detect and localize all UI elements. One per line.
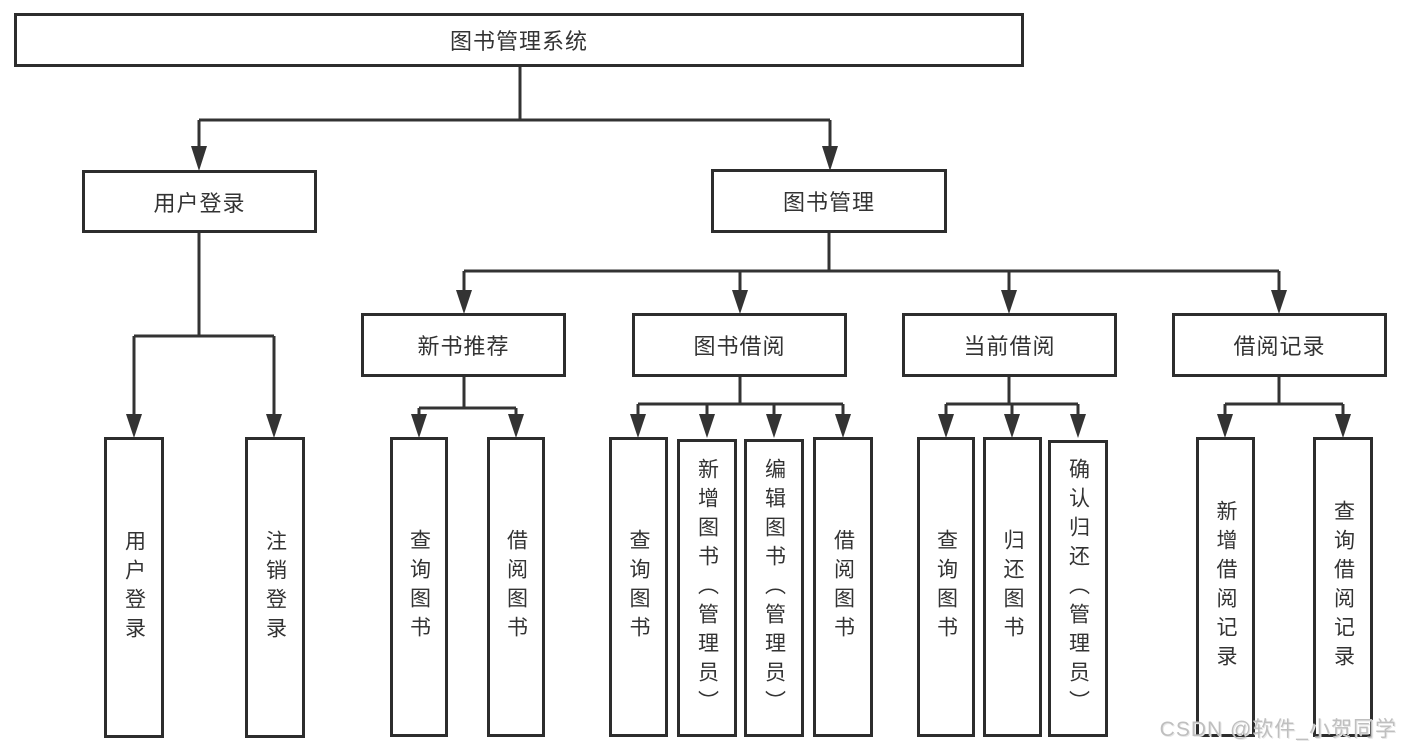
leaf-user-login: 用户登录 <box>104 437 164 738</box>
leaf-edit-books-admin-label: 编辑图书（管理员） <box>762 457 786 719</box>
arrowheads <box>126 146 1351 438</box>
leaf-borrow-books-recommend-label: 借阅图书 <box>504 529 528 645</box>
leaf-query-borrow-record: 查询借阅记录 <box>1313 437 1373 737</box>
leaf-return-books-label: 归还图书 <box>1001 529 1024 645</box>
connector-new-book-branch <box>417 377 518 416</box>
leaf-user-login-label: 用户登录 <box>122 529 146 646</box>
leaf-query-books-recommend: 查询图书 <box>390 437 448 737</box>
node-current-borrow-label: 当前借阅 <box>963 334 1056 359</box>
node-borrow-record: 借阅记录 <box>1172 313 1387 377</box>
leaf-query-borrow-record-label: 查询借阅记录 <box>1331 500 1355 674</box>
leaf-query-books-current-label: 查询图书 <box>934 529 958 645</box>
leaf-confirm-return-admin-label: 确认归还（管理员） <box>1066 458 1090 719</box>
node-book-borrow: 图书借阅 <box>632 313 847 377</box>
leaf-return-books: 归还图书 <box>983 437 1042 737</box>
leaf-logout-label: 注销登录 <box>263 529 287 646</box>
node-user-login-label: 用户登录 <box>153 190 246 216</box>
leaf-query-books-current: 查询图书 <box>917 437 975 737</box>
leaf-add-borrow-record-label: 新增借阅记录 <box>1214 500 1237 674</box>
leaf-borrow-books: 借阅图书 <box>813 437 873 737</box>
connector-book-borrow-branch <box>636 377 845 416</box>
connector-current-borrow-branch <box>944 377 1080 416</box>
csdn-watermark: CSDN @软件_小贺同学 <box>1159 718 1397 741</box>
node-root-system-label: 图书管理系统 <box>449 29 588 54</box>
connector-user-login-branch <box>132 233 276 416</box>
leaf-add-borrow-record: 新增借阅记录 <box>1196 437 1255 737</box>
leaf-query-books-recommend-label: 查询图书 <box>407 529 431 645</box>
node-new-book-recommend: 新书推荐 <box>361 313 566 377</box>
node-book-borrow-label: 图书借阅 <box>693 334 786 359</box>
connector-root-to-level2 <box>197 67 832 150</box>
connector-borrow-record-branch <box>1223 377 1345 416</box>
connector-book-management-branch <box>462 232 1281 292</box>
leaf-confirm-return-admin: 确认归还（管理员） <box>1048 440 1108 737</box>
leaf-query-books-borrow-label: 查询图书 <box>627 529 650 645</box>
node-root-system: 图书管理系统 <box>14 13 1024 67</box>
leaf-borrow-books-recommend: 借阅图书 <box>487 437 545 737</box>
leaf-query-books-borrow: 查询图书 <box>609 437 668 737</box>
leaf-add-books-admin: 新增图书（管理员） <box>677 439 737 737</box>
node-borrow-record-label: 借阅记录 <box>1233 334 1326 359</box>
leaf-logout: 注销登录 <box>245 437 305 738</box>
node-new-book-recommend-label: 新书推荐 <box>417 334 510 359</box>
leaf-edit-books-admin: 编辑图书（管理员） <box>744 439 804 737</box>
leaf-add-books-admin-label: 新增图书（管理员） <box>695 457 719 719</box>
node-book-management: 图书管理 <box>711 169 947 233</box>
node-book-management-label: 图书管理 <box>782 190 875 215</box>
node-current-borrow: 当前借阅 <box>902 313 1117 377</box>
leaf-borrow-books-label: 借阅图书 <box>831 529 855 645</box>
node-user-login: 用户登录 <box>82 170 317 233</box>
